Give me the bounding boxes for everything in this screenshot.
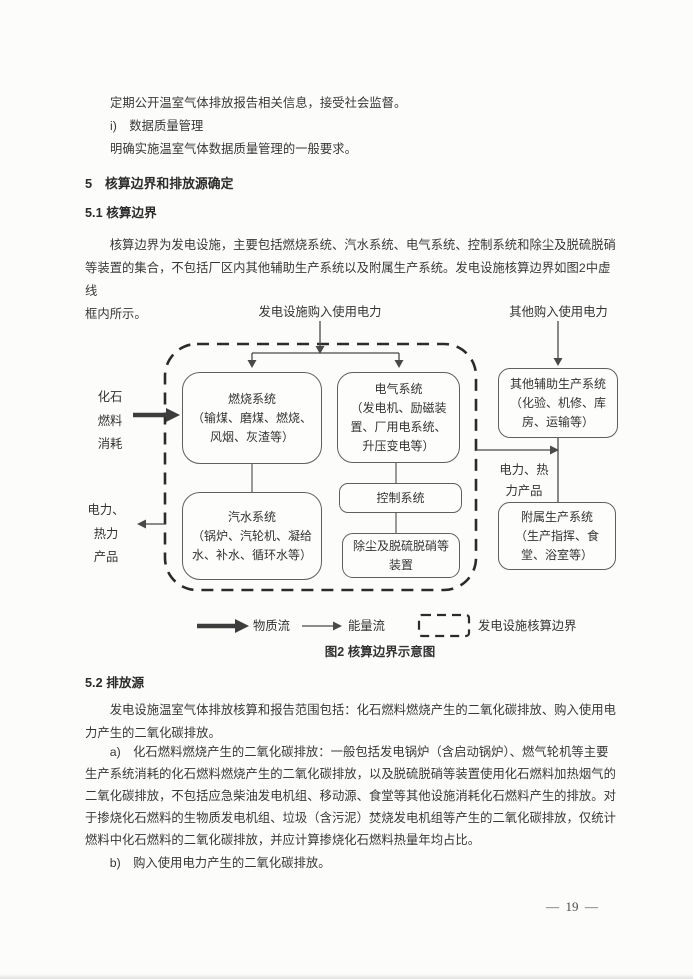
box-combustion-system: 燃烧系统 （输煤、磨煤、燃烧、 风烟、灰渣等） xyxy=(182,372,322,464)
box-affiliated-systems: 附属生产系统 （生产指挥、食 堂、浴室等） xyxy=(498,502,616,570)
label-purchased-power-other: 其他购入使用电力 xyxy=(509,305,608,319)
arrow-output-left xyxy=(137,519,165,529)
heading-section-5: 5 核算边界和排放源确定 xyxy=(85,176,234,191)
legend-boundary-rect xyxy=(417,613,471,638)
arrow-output-right xyxy=(476,438,559,502)
scan-bottom-edge xyxy=(0,974,693,979)
box-control-system: 控制系统 xyxy=(339,483,462,513)
legend-energy-flow-arrow xyxy=(302,621,342,631)
box-electrical-system: 电气系统 （发电机、励磁装 置、厂用电系统、 升压变电等） xyxy=(337,372,460,463)
legend-label-boundary: 发电设施核算边界 xyxy=(478,619,577,633)
arrow-purchased-power-facility xyxy=(247,321,404,368)
internal-connectors xyxy=(251,463,397,533)
paragraph-public-disclosure: 定期公开温室气体排放报告相关信息，接受社会监督。 xyxy=(110,96,407,110)
paragraph-5-1-boundary: 核算边界为发电设施，主要包括燃烧系统、汽水系统、电气系统、控制系统和除尘及脱硫脱… xyxy=(85,238,616,321)
figure-caption: 图2 核算边界示意图 xyxy=(324,645,436,659)
paragraph-5-2-intro: 发电设施温室气体排放核算和报告范围包括：化石燃料燃烧产生的二氧化碳排放、购入使用… xyxy=(85,703,616,740)
legend-material-flow-arrow xyxy=(197,619,249,633)
box-steam-water-system: 汽水系统 （锅炉、汽轮机、凝给 水、补水、循环水等） xyxy=(182,492,322,580)
box-dedusting-desulfurization: 除尘及脱硫脱硝等 装置 xyxy=(342,533,460,578)
arrow-fossil-fuel-input xyxy=(133,408,180,422)
legend-label-material-flow: 物质流 xyxy=(253,619,290,633)
paragraph-quality-management: 明确实施温室气体数据质量管理的一般要求。 xyxy=(110,142,357,156)
arrow-purchased-power-other xyxy=(553,321,563,366)
label-output-power-heat-right: 电力、热 力产品 xyxy=(499,463,549,498)
list-item-i: i) 数据质量管理 xyxy=(110,119,204,133)
heading-section-5-2: 5.2 排放源 xyxy=(85,676,145,690)
paragraph-5-2-item-b: b) 购入使用电力产生的二氧化碳排放。 xyxy=(85,856,331,870)
label-output-power-heat-left: 电力、 热力 产品 xyxy=(87,503,125,564)
box-other-auxiliary-systems: 其他辅助生产系统 （化验、机修、库 房、运输等） xyxy=(498,368,618,438)
label-purchased-power-facility: 发电设施购入使用电力 xyxy=(258,305,382,319)
heading-section-5-1: 5.1 核算边界 xyxy=(85,206,157,220)
page-number: — 19 — xyxy=(546,899,598,914)
legend-label-energy-flow: 能量流 xyxy=(348,619,385,633)
label-fossil-fuel-input: 化石 燃料 消耗 xyxy=(97,390,123,451)
paragraph-5-2-item-a: a) 化石燃料燃烧产生的二氧化碳排放：一般包括发电锅炉（含启动锅炉）、燃气轮机等… xyxy=(85,745,616,847)
